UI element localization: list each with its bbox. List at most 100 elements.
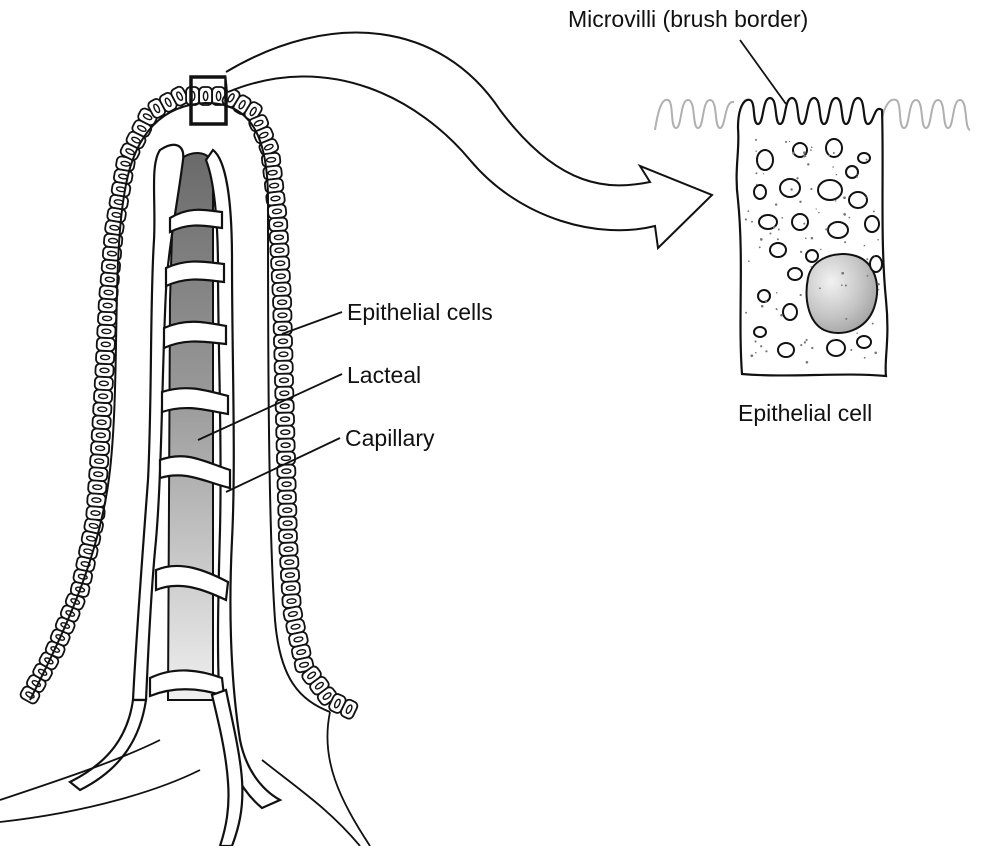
granule bbox=[790, 188, 792, 190]
epithelial-cell bbox=[274, 335, 292, 348]
granule bbox=[803, 223, 805, 225]
granule bbox=[832, 166, 834, 168]
epithelial-cell bbox=[278, 503, 296, 516]
granule bbox=[769, 232, 771, 234]
epithelial-cell bbox=[269, 217, 288, 231]
granule bbox=[833, 339, 835, 341]
granule bbox=[785, 141, 787, 143]
granule bbox=[745, 312, 747, 314]
granule bbox=[845, 318, 847, 320]
granule bbox=[806, 361, 809, 364]
granule bbox=[755, 340, 757, 342]
granule bbox=[848, 217, 850, 219]
epithelial-cell bbox=[277, 477, 295, 490]
granule bbox=[775, 203, 777, 205]
epithelial-cell bbox=[276, 438, 294, 451]
epithelial-cell bbox=[98, 299, 117, 313]
granule bbox=[799, 201, 801, 203]
vesicle bbox=[849, 192, 867, 208]
vesicle bbox=[758, 290, 770, 302]
microvilli-label: Microvilli (brush border) bbox=[568, 8, 808, 31]
granule bbox=[856, 176, 858, 178]
epithelial-cell bbox=[276, 412, 294, 425]
cell-nucleus bbox=[807, 254, 878, 333]
granule bbox=[872, 323, 874, 325]
granule bbox=[751, 221, 753, 223]
epithelial-cell bbox=[274, 348, 292, 361]
granule bbox=[811, 146, 813, 148]
vesicle bbox=[818, 180, 842, 200]
epithelial-cell bbox=[278, 490, 296, 503]
vesicle bbox=[870, 256, 882, 272]
granule bbox=[777, 238, 779, 240]
granule bbox=[745, 218, 747, 220]
vesicle bbox=[857, 336, 871, 348]
epithelial-cell bbox=[270, 243, 289, 257]
epithelial-cell bbox=[96, 350, 115, 364]
epithelial-cell bbox=[267, 204, 286, 219]
granule bbox=[845, 284, 847, 286]
granule bbox=[800, 344, 802, 346]
granule bbox=[763, 173, 764, 174]
epithelial-cell bbox=[88, 480, 107, 494]
epithelial-cell bbox=[276, 425, 294, 438]
granule bbox=[873, 210, 875, 212]
granule bbox=[774, 226, 775, 227]
epithelial-cell bbox=[279, 529, 297, 542]
granule bbox=[765, 350, 767, 352]
granule bbox=[816, 208, 817, 209]
granule bbox=[836, 174, 838, 176]
granule bbox=[810, 149, 812, 151]
granule bbox=[780, 314, 783, 317]
granule bbox=[789, 141, 790, 142]
granule bbox=[796, 177, 798, 179]
granule bbox=[760, 345, 762, 347]
epithelial-cell bbox=[87, 493, 106, 507]
granule bbox=[878, 289, 879, 290]
granule bbox=[835, 200, 836, 201]
granule bbox=[804, 341, 806, 343]
granule bbox=[811, 266, 812, 267]
epithelial-cell bbox=[94, 389, 113, 403]
epithelial-cell bbox=[93, 402, 112, 416]
granule bbox=[818, 212, 819, 213]
magnification-arrow bbox=[226, 33, 712, 248]
granule bbox=[811, 347, 813, 349]
epithelial-cell bbox=[273, 296, 291, 309]
epithelial-cell bbox=[270, 230, 289, 244]
epithelial-cell bbox=[275, 361, 293, 374]
vesicle bbox=[770, 243, 786, 257]
granule bbox=[843, 213, 846, 216]
granule bbox=[874, 255, 875, 256]
vesicle bbox=[778, 343, 794, 357]
epithelial-cell bbox=[280, 555, 299, 569]
granule bbox=[755, 139, 757, 141]
epithelial-cell bbox=[279, 542, 298, 556]
lacteal-label: Lacteal bbox=[347, 364, 421, 387]
granule bbox=[856, 174, 857, 175]
epithelial-cell bbox=[97, 324, 116, 338]
granule bbox=[806, 339, 808, 341]
vesicle bbox=[865, 216, 879, 232]
granule bbox=[765, 300, 767, 302]
epithelial-cell bbox=[90, 454, 109, 468]
vesicle bbox=[754, 185, 766, 199]
epithelial-cell bbox=[276, 399, 294, 412]
vesicle bbox=[858, 153, 870, 163]
granule bbox=[755, 352, 757, 354]
epithelial-cell bbox=[89, 467, 108, 481]
epithelial-cell bbox=[272, 282, 291, 296]
granule bbox=[803, 155, 806, 158]
epithelial-cell bbox=[281, 581, 300, 595]
epithelial-cell bbox=[91, 428, 110, 442]
epithelial-cell bbox=[281, 568, 300, 582]
granule bbox=[781, 217, 783, 219]
vesicle bbox=[806, 250, 818, 262]
granule bbox=[833, 152, 835, 154]
granule bbox=[877, 239, 879, 241]
epithelial-cell bbox=[92, 415, 111, 429]
granule bbox=[750, 354, 753, 357]
granule bbox=[747, 210, 749, 212]
epithelial-cell bbox=[98, 311, 117, 325]
granule bbox=[865, 196, 866, 197]
